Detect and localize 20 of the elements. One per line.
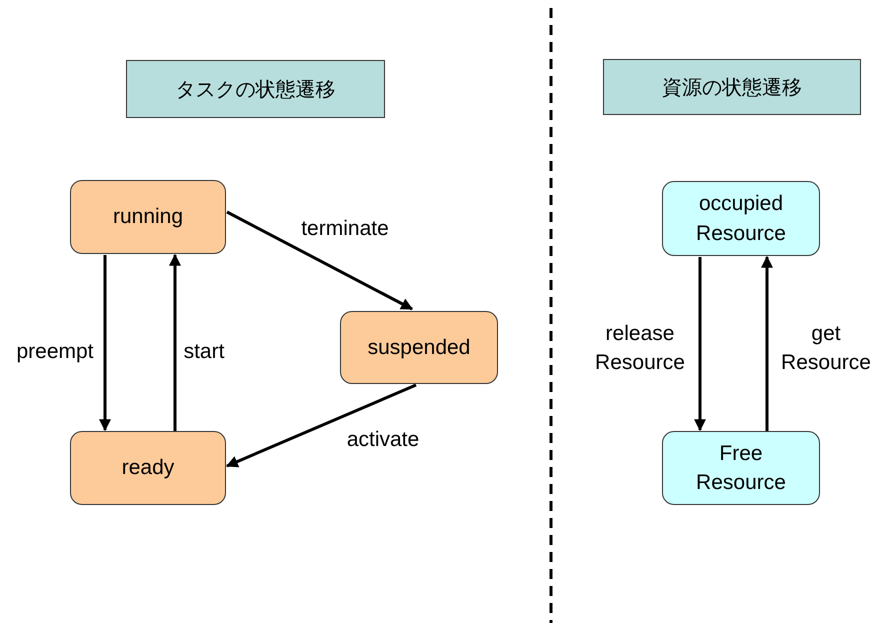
arrow [226, 210, 414, 310]
heading: タスクの状態遷移 [174, 76, 336, 102]
state-box [662, 181, 820, 256]
arrow [99, 255, 111, 432]
heading: 資源の状態遷移 [661, 74, 803, 100]
arrow [761, 256, 773, 431]
state-box [340, 311, 498, 384]
state-name: Free Resource [695, 440, 787, 496]
state-box [70, 431, 226, 505]
state-name: occupied Resource [695, 191, 787, 246]
state-name: ready [120, 455, 176, 482]
title-box [126, 60, 385, 118]
state-name: running [112, 204, 184, 230]
state-box [70, 180, 226, 254]
title-box [603, 59, 861, 115]
arrow [226, 384, 417, 468]
arrow [169, 254, 181, 431]
state-box [662, 431, 820, 505]
arrow [694, 257, 706, 432]
state-name: suspended [366, 334, 472, 361]
